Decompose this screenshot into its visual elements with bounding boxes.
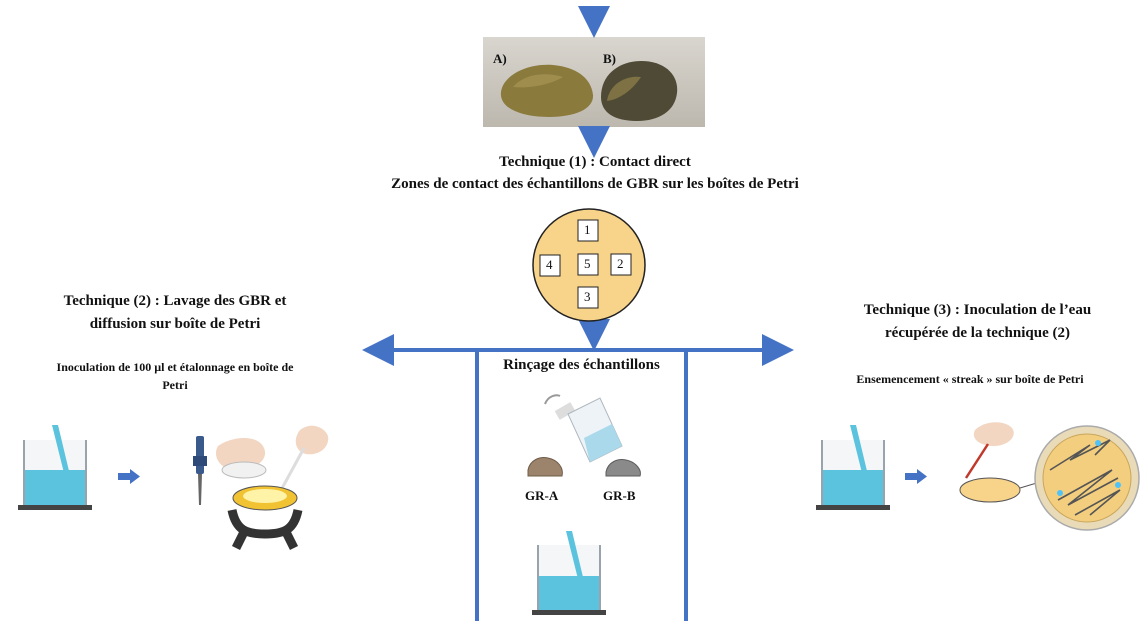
zone-label-3: 3 <box>584 289 591 304</box>
rock-samples-photo: A) B) <box>483 37 705 127</box>
beaker-right-icon <box>816 425 890 510</box>
technique2-title-line1: Technique (2) : Lavage des GBR et <box>63 293 287 309</box>
arrow-beaker-right <box>905 473 917 480</box>
technique2-desc-line1: Inoculation de 100 µl et étalonnage en b… <box>56 360 294 374</box>
rinse-title: Rinçage des échantillons <box>503 357 660 373</box>
arrow-beaker-left <box>118 473 130 480</box>
beaker-center-icon <box>532 531 606 615</box>
petri-dish-zones <box>532 208 646 322</box>
wash-bottle-icon <box>544 394 623 463</box>
photo-label-b: B) <box>603 51 616 66</box>
sample-label-gr-a: GR-A <box>525 488 559 503</box>
sample-label-gr-b: GR-B <box>603 488 636 503</box>
sample-gr-b-icon <box>605 459 641 477</box>
technique3-desc: Ensemencement « streak » sur boîte de Pe… <box>856 372 1084 386</box>
pipette-spreader-icon <box>193 425 329 551</box>
zone-label-5: 5 <box>584 256 591 271</box>
zone-label-1: 1 <box>584 222 591 237</box>
zone-label-4: 4 <box>546 257 553 272</box>
photo-label-a: A) <box>493 51 507 66</box>
streak-plate-icon <box>959 422 1140 531</box>
sample-gr-a-icon <box>527 457 563 477</box>
beaker-left-icon <box>18 425 92 510</box>
technique1-subtitle: Zones de contact des échantillons de GBR… <box>391 176 799 192</box>
rock-samples-image <box>500 61 678 121</box>
technique3-title-line1: Technique (3) : Inoculation de l’eau <box>863 302 1092 318</box>
technique2-desc-line2: Petri <box>162 378 188 392</box>
zone-label-2: 2 <box>617 256 624 271</box>
technique3-title-line2: récupérée de la technique (2) <box>885 325 1070 341</box>
technique2-title-line2: diffusion sur boîte de Petri <box>89 316 261 332</box>
technique1-title: Technique (1) : Contact direct <box>499 154 691 170</box>
rinse-box <box>475 350 688 621</box>
